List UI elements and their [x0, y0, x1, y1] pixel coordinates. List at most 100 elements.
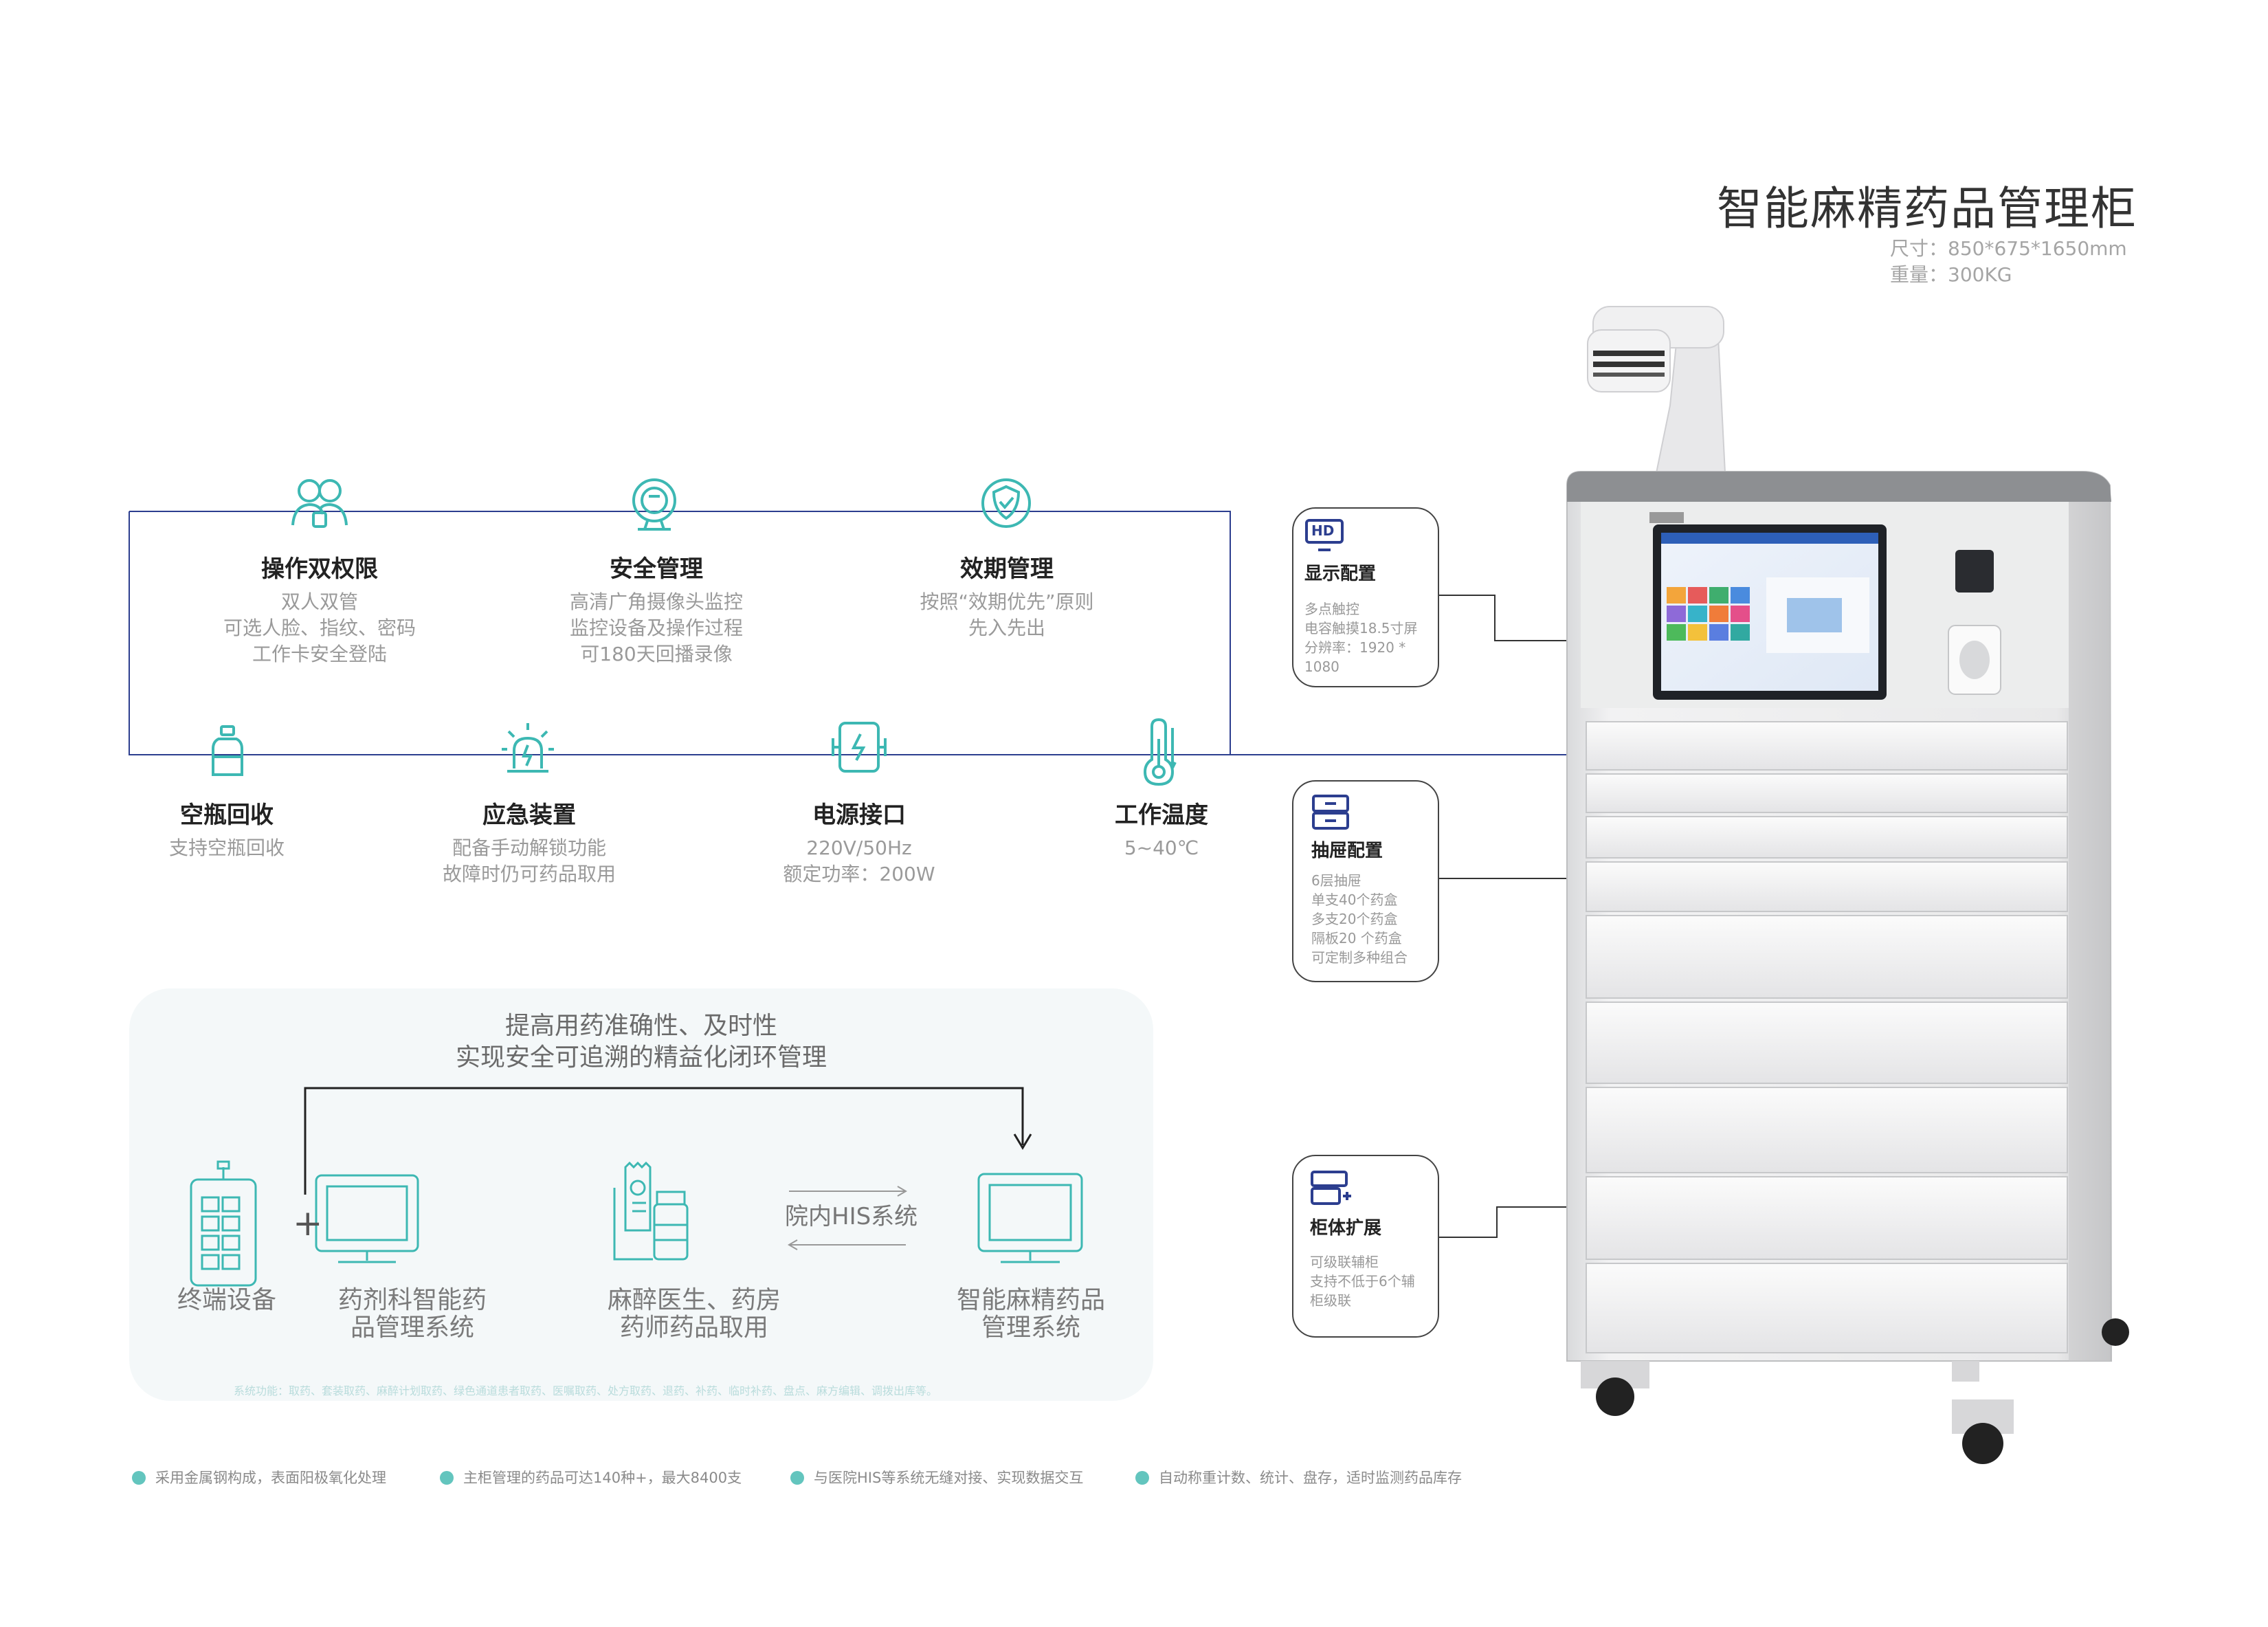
feature-title: 操作双权限: [261, 555, 378, 583]
callout-title: 抽屉配置: [1311, 841, 1383, 861]
callout-line: 电容触摸18.5寸屏: [1304, 620, 1418, 637]
alarm-light-icon: [502, 723, 554, 773]
feature-security: 安全管理 高清广角摄像头监控 监控设备及操作过程 可180天回播录像: [557, 550, 756, 667]
process-item-management-system: 智能麻精药品 管理系统: [924, 1287, 1137, 1342]
feature-expiry: 效期管理 按照“效期优先”原则 先入先出: [904, 550, 1110, 641]
bullet-dot: [790, 1471, 804, 1485]
feature-line: 工作卡安全登陆: [252, 643, 387, 665]
process-headline-2: 实现安全可追溯的精益化闭环管理: [455, 1043, 827, 1072]
product-title: 智能麻精药品管理柜: [1717, 182, 2137, 235]
thermometer-icon: [1143, 718, 1177, 786]
process-item-line: 品管理系统: [350, 1314, 474, 1342]
feature-line: 监控设备及操作过程: [569, 617, 743, 639]
cabinet-expand-icon: [1311, 1171, 1351, 1205]
process-headline-1: 提高用药准确性、及时性: [504, 1012, 777, 1040]
process-item-line: 药师药品取用: [619, 1314, 768, 1342]
process-item-pharmacy-system: 药剂科智能药 品管理系统: [302, 1287, 522, 1342]
callout-title: 柜体扩展: [1310, 1218, 1382, 1239]
callout-line: 支持不低于6个辅: [1310, 1273, 1415, 1290]
feature-line: 双人双管: [280, 590, 358, 613]
camera-mount: [1587, 306, 1726, 474]
feature-bottle-recycle: 空瓶回收 支持空瓶回收: [144, 796, 309, 861]
feature-line: 可180天回播录像: [580, 643, 733, 665]
cabinet-illustration: [1566, 306, 2129, 1464]
feature-line: 额定功率：200W: [783, 863, 935, 885]
feature-line: 220V/50Hz: [806, 837, 912, 859]
bullet-dot: [132, 1471, 146, 1485]
feature-line: 支持空瓶回收: [168, 837, 285, 859]
camera-icon: [632, 478, 676, 531]
feature-title: 效期管理: [960, 555, 1054, 583]
bullet-item: 自动称重计数、统计、盘存，适时监测药品库存: [1135, 1467, 1462, 1487]
bullet-item: 与医院HIS等系统无缝对接、实现数据交互: [790, 1467, 1083, 1487]
wheels: [1581, 1318, 2129, 1464]
his-label: 院内HIS系统: [785, 1203, 918, 1230]
terminal-device-icon: [190, 1160, 257, 1287]
bullet-item: 主柜管理的药品可达140种+，最大8400支: [440, 1467, 742, 1487]
callout-line: 6层抽屉: [1311, 872, 1361, 889]
bullet-dot: [1135, 1471, 1149, 1485]
callout-line: 单支40个药盒: [1311, 892, 1398, 908]
feature-line: 可选人脸、指纹、密码: [223, 617, 416, 639]
callout-line: 分辨率：1920 *: [1304, 639, 1406, 656]
users-icon: [291, 479, 348, 528]
callout-line: 隔板20 个药盒: [1311, 930, 1402, 947]
display-icon: HD: [1304, 518, 1344, 553]
feature-emergency: 应急装置 配备手动解锁功能 故障时仍可药品取用: [426, 796, 632, 887]
callout-lines: 可级联辅柜 支持不低于6个辅 柜级联: [1310, 1252, 1415, 1310]
process-headline: 提高用药准确性、及时性 实现安全可追溯的精益化闭环管理: [129, 1010, 1153, 1074]
process-item-terminal: 终端设备: [151, 1287, 302, 1314]
callout-title: 显示配置: [1304, 564, 1377, 584]
power-socket-icon: [832, 722, 887, 773]
monitor-icon: [977, 1173, 1083, 1263]
bullet-text: 与医院HIS等系统无缝对接、实现数据交互: [814, 1470, 1084, 1486]
bottle-icon: [212, 725, 243, 776]
feature-line: 故障时仍可药品取用: [442, 863, 616, 885]
bullet-text: 自动称重计数、统计、盘存，适时监测药品库存: [1159, 1470, 1462, 1486]
feature-power: 电源接口 220V/50Hz 额定功率：200W: [763, 796, 955, 887]
callout-drawers: 抽屉配置 6层抽屉 单支40个药盒 多支20个药盒 隔板20 个药盒 可定制多种…: [1292, 780, 1439, 982]
process-footer: 系统功能：取药、套装取药、麻醉计划取药、绿色通道患者取药、医嘱取药、处方取药、退…: [234, 1384, 938, 1397]
bullet-dot: [440, 1471, 454, 1485]
callout-line: 1080: [1304, 658, 1339, 675]
feature-title: 安全管理: [610, 555, 703, 583]
process-flow: [190, 1087, 1083, 1287]
brand-plate: [1649, 512, 1684, 523]
feature-line: 配备手动解锁功能: [452, 837, 606, 859]
feature-line: 5~40℃: [1124, 837, 1199, 859]
bullet-item: 采用金属钢构成，表面阳极氧化处理: [132, 1467, 386, 1487]
callout-line: 多支20个药盒: [1311, 911, 1398, 927]
callout-line: 可级联辅柜: [1310, 1254, 1379, 1270]
feature-temperature: 工作温度 5~40℃: [1079, 796, 1244, 861]
process-item-line: 药剂科智能药: [337, 1286, 487, 1314]
feature-line: 按照“效期优先”原则: [920, 590, 1094, 613]
feature-dual-authority: 操作双权限 双人双管 可选人脸、指纹、密码 工作卡安全登陆: [223, 550, 416, 667]
bullet-text: 采用金属钢构成，表面阳极氧化处理: [155, 1470, 386, 1486]
callout-lines: 多点触控 电容触摸18.5寸屏 分辨率：1920 * 1080: [1304, 599, 1418, 676]
feature-line: 高清广角摄像头监控: [569, 590, 743, 613]
shield-check-icon: [981, 478, 1031, 528]
hd-badge: HD: [1311, 522, 1335, 539]
callout-line: 多点触控: [1304, 601, 1359, 617]
product-size: 尺寸：850*675*1650mm: [1890, 237, 2127, 260]
process-item-line: 管理系统: [981, 1314, 1080, 1342]
plus-sign: +: [293, 1203, 323, 1244]
process-item-doctor: 麻醉医生、药房 药师药品取用: [577, 1287, 811, 1342]
process-item-line: 智能麻精药品: [956, 1286, 1105, 1314]
feature-title: 空瓶回收: [180, 801, 274, 829]
monitor-icon: [315, 1174, 419, 1263]
process-item-line: 终端设备: [177, 1286, 276, 1314]
process-item-line: 麻醉医生、药房: [607, 1286, 781, 1314]
feature-title: 应急装置: [482, 801, 576, 829]
callout-display: HD 显示配置 多点触控 电容触摸18.5寸屏 分辨率：1920 * 1080: [1292, 507, 1439, 687]
card-reader: [1955, 550, 1994, 593]
callout-line: 柜级联: [1310, 1292, 1351, 1309]
drawer-icon: [1312, 795, 1349, 830]
callout-expansion: 柜体扩展 可级联辅柜 支持不低于6个辅 柜级联: [1292, 1155, 1439, 1338]
drawers: [1586, 721, 2068, 1353]
feature-line: 先入先出: [968, 617, 1045, 639]
bullet-text: 主柜管理的药品可达140种+，最大8400支: [463, 1470, 742, 1486]
callout-lines: 6层抽屉 单支40个药盒 多支20个药盒 隔板20 个药盒 可定制多种组合: [1311, 871, 1408, 967]
callout-line: 可定制多种组合: [1311, 949, 1408, 966]
screen-app-tiles: [1667, 577, 1869, 653]
